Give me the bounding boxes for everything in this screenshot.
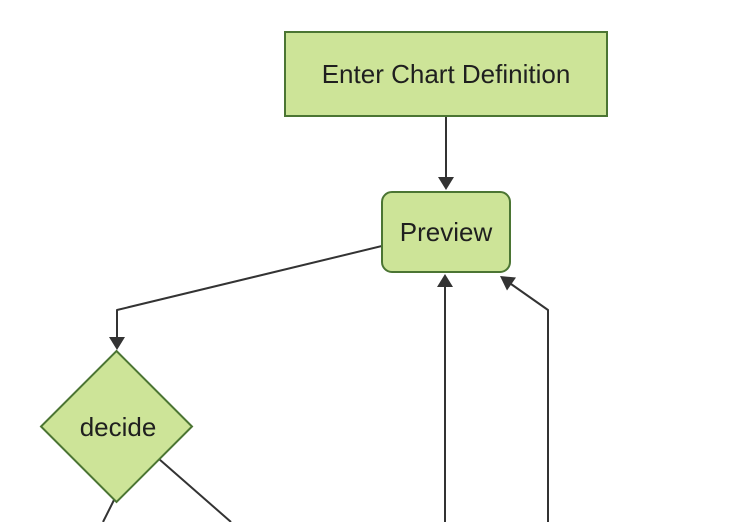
arrowhead-down-icon [109, 337, 125, 350]
node-enter-chart-definition-shape [284, 31, 608, 117]
edge-offscreen-to-preview-corner [500, 276, 549, 522]
node-preview-label: Preview [400, 217, 493, 247]
node-enter-chart-definition: Enter Chart Definition [284, 31, 608, 117]
node-decide-shape [39, 349, 194, 504]
edge-decide-to-offscreen-right [158, 458, 232, 522]
node-preview: Preview [381, 191, 511, 273]
edge-decide-to-offscreen-left [102, 499, 115, 522]
edge-offscreen-to-preview-corner-line [510, 283, 549, 522]
arrowhead-down-icon [438, 177, 454, 190]
edge-preview-to-decide-line [116, 245, 383, 339]
node-decide-label: decide [80, 412, 157, 442]
edge-decide-offscreen-left-line [102, 499, 115, 522]
edge-enter-to-preview [438, 116, 454, 190]
edge-offscreen-to-preview-vertical [437, 274, 453, 522]
node-enter-chart-definition-label: Enter Chart Definition [322, 59, 571, 89]
edge-preview-to-decide [109, 245, 383, 350]
arrowhead-up-icon [437, 274, 453, 287]
arrowhead-up-left-icon [500, 276, 516, 291]
node-decide: decide [39, 349, 194, 504]
edge-decide-offscreen-right-line [158, 458, 232, 522]
node-preview-shape [381, 191, 511, 273]
